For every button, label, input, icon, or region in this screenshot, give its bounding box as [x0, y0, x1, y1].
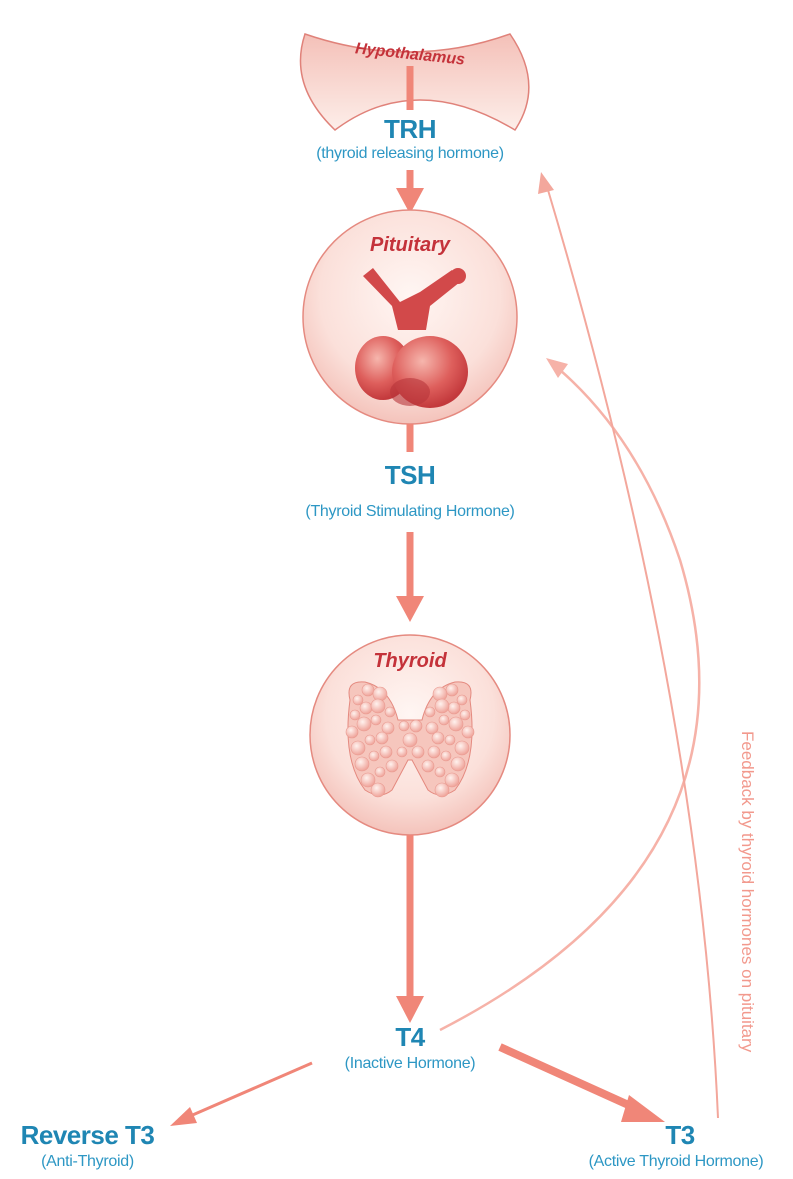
thyroid-follicle: [380, 746, 392, 758]
tsh-description: (Thyroid Stimulating Hormone): [230, 503, 590, 521]
thyroid-follicle: [375, 767, 385, 777]
reverse-t3-description: (Anti-Thyroid): [0, 1153, 175, 1171]
t3-description: (Active Thyroid Hormone): [560, 1153, 792, 1171]
thyroid-follicle: [451, 757, 465, 771]
thyroid-follicle: [397, 747, 407, 757]
thyroid-follicle: [439, 715, 449, 725]
t3-label: T3: [605, 1120, 755, 1151]
thyroid-follicle: [446, 684, 458, 696]
thyroid-follicle: [357, 717, 371, 731]
thyroid-follicle: [360, 702, 372, 714]
t4-description: (Inactive Hormone): [290, 1055, 530, 1073]
thyroid-follicle: [460, 710, 470, 720]
thyroid-follicle: [425, 707, 435, 717]
thyroid-follicle: [362, 684, 374, 696]
thyroid-follicle: [422, 760, 434, 772]
t4-to-t3-arrowhead: [621, 1095, 665, 1122]
thyroid-follicle: [433, 687, 447, 701]
thyroid-follicle: [386, 760, 398, 772]
thyroid-follicle: [371, 699, 385, 713]
thyroid-follicle: [455, 741, 469, 755]
feedback-label: Feedback by thyroid hormones on pituitar…: [737, 731, 757, 1051]
thyroid-follicle: [462, 726, 474, 738]
feedback-t3-arrowhead: [538, 172, 554, 194]
thyroid-follicle: [410, 720, 422, 732]
thyroid-follicle: [441, 751, 451, 761]
thyroid-follicle: [445, 735, 455, 745]
tsh-label: TSH: [310, 460, 510, 491]
thyroid-follicle: [428, 746, 440, 758]
thyroid-follicle: [350, 710, 360, 720]
thyroid-label: Thyroid: [330, 650, 490, 673]
thyroid-follicle: [403, 733, 417, 747]
thyroid-follicle: [355, 757, 369, 771]
thyroid-to-t4-arrowhead: [396, 996, 424, 1023]
thyroid-follicle: [365, 735, 375, 745]
thyroid-follicle: [435, 783, 449, 797]
thyroid-follicle: [346, 726, 358, 738]
thyroid-follicle: [412, 746, 424, 758]
thyroid-follicle: [353, 695, 363, 705]
thyroid-follicle: [435, 699, 449, 713]
thyroid-follicle: [449, 717, 463, 731]
thyroid-follicle: [432, 732, 444, 744]
trh-description: (thyroid releasing hormone): [250, 145, 570, 163]
thyroid-follicle: [385, 707, 395, 717]
thyroid-follicle: [371, 783, 385, 797]
thyroid-follicle: [399, 721, 409, 731]
thyroid-follicle: [373, 687, 387, 701]
trh-label: TRH: [310, 114, 510, 145]
thyroid-follicle: [369, 751, 379, 761]
pituitary-label: Pituitary: [330, 234, 490, 257]
tsh-to-thyroid-arrowhead: [396, 596, 424, 622]
feedback-t3-to-hypothalamus-curve: [548, 190, 718, 1118]
t4-label: T4: [310, 1022, 510, 1053]
thyroid-follicle: [435, 767, 445, 777]
thyroid-follicle: [371, 715, 381, 725]
thyroid-follicle: [457, 695, 467, 705]
reverse-t3-label: Reverse T3: [0, 1120, 175, 1151]
thyroid-follicle: [448, 702, 460, 714]
thyroid-follicle: [376, 732, 388, 744]
thyroid-follicle: [351, 741, 365, 755]
